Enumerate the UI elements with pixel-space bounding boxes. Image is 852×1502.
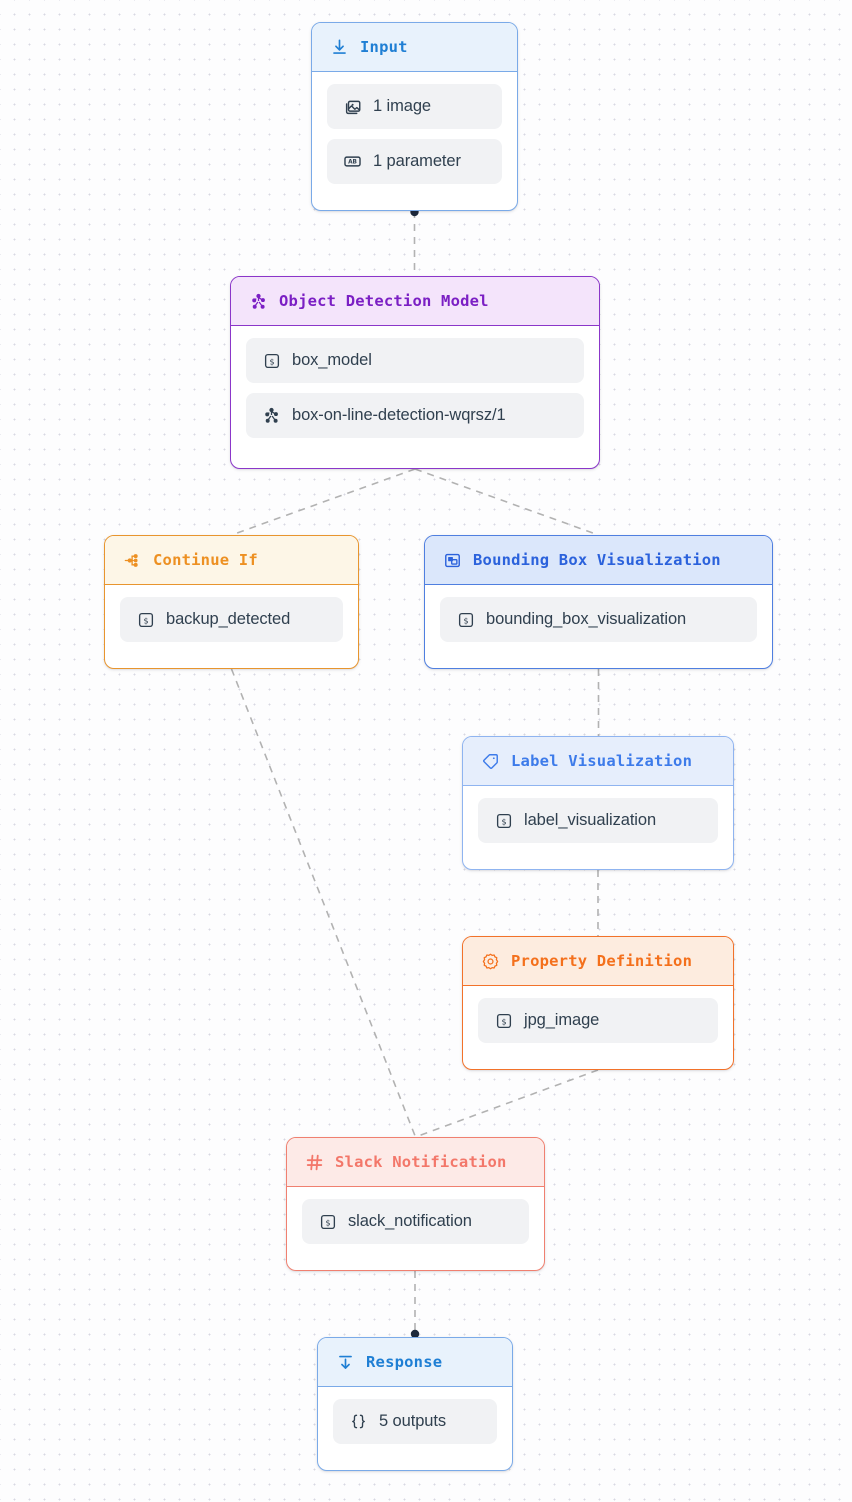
svg-text:$: $ bbox=[325, 1218, 330, 1227]
node-property-definition[interactable]: Property Definition $ jpg_image bbox=[462, 936, 734, 1070]
node-label-visualization-header[interactable]: Label Visualization bbox=[463, 737, 733, 786]
dollar-box-icon: $ bbox=[494, 811, 513, 830]
image-icon bbox=[343, 97, 362, 116]
node-bounding-box-visualization-header[interactable]: Bounding Box Visualization bbox=[425, 536, 772, 585]
node-slack-notification-header[interactable]: Slack Notification bbox=[287, 1138, 544, 1187]
node-object-detection-model-row-box-model-label: box_model bbox=[292, 351, 372, 369]
node-bounding-box-visualization-title: Bounding Box Visualization bbox=[473, 551, 721, 569]
node-continue-if[interactable]: Continue If $ backup_detected bbox=[104, 535, 359, 669]
node-property-definition-header[interactable]: Property Definition bbox=[463, 937, 733, 986]
node-input-body: 1 image AB 1 parameter bbox=[312, 72, 517, 199]
slack-hash-icon bbox=[305, 1153, 324, 1172]
node-slack-notification-title: Slack Notification bbox=[335, 1153, 507, 1171]
node-bounding-box-visualization[interactable]: Bounding Box Visualization $ bounding_bo… bbox=[424, 535, 773, 669]
node-slack-notification-body: $ slack_notification bbox=[287, 1187, 544, 1259]
node-response-row[interactable]: 5 outputs bbox=[333, 1399, 497, 1444]
node-continue-if-row[interactable]: $ backup_detected bbox=[120, 597, 343, 642]
node-bounding-box-visualization-row-label: bounding_box_visualization bbox=[486, 610, 687, 628]
parameter-ab-icon: AB bbox=[343, 152, 362, 171]
node-input-row-parameter-label: 1 parameter bbox=[373, 152, 461, 170]
node-input-row-image-label: 1 image bbox=[373, 97, 432, 115]
node-property-definition-body: $ jpg_image bbox=[463, 986, 733, 1058]
svg-text:$: $ bbox=[463, 616, 468, 625]
node-input[interactable]: Input 1 image AB bbox=[311, 22, 518, 211]
node-input-row-parameter[interactable]: AB 1 parameter bbox=[327, 139, 502, 184]
node-response[interactable]: Response 5 outputs bbox=[317, 1337, 513, 1471]
dollar-box-icon: $ bbox=[494, 1011, 513, 1030]
node-label-visualization-title: Label Visualization bbox=[511, 752, 693, 770]
node-continue-if-header[interactable]: Continue If bbox=[105, 536, 358, 585]
edge-object-detection-model-to-bounding-box-visualization bbox=[414, 468, 599, 536]
node-input-row-image[interactable]: 1 image bbox=[327, 84, 502, 129]
node-slack-notification-row-label: slack_notification bbox=[348, 1212, 472, 1230]
node-object-detection-model-header[interactable]: Object Detection Model bbox=[231, 277, 599, 326]
gear-icon bbox=[481, 952, 500, 971]
node-bounding-box-visualization-body: $ bounding_box_visualization bbox=[425, 585, 772, 657]
dollar-box-icon: $ bbox=[262, 351, 281, 370]
node-property-definition-row[interactable]: $ jpg_image bbox=[478, 998, 718, 1043]
branch-split-icon bbox=[123, 551, 142, 570]
node-label-visualization-body: $ label_visualization bbox=[463, 786, 733, 858]
node-response-body: 5 outputs bbox=[318, 1387, 512, 1459]
node-response-row-label: 5 outputs bbox=[379, 1412, 446, 1430]
node-property-definition-title: Property Definition bbox=[511, 952, 693, 970]
node-response-header[interactable]: Response bbox=[318, 1338, 512, 1387]
svg-text:AB: AB bbox=[348, 160, 357, 166]
node-object-detection-model-row-box-model[interactable]: $ box_model bbox=[246, 338, 584, 383]
node-property-definition-row-label: jpg_image bbox=[524, 1011, 600, 1029]
dollar-box-icon: $ bbox=[318, 1212, 337, 1231]
braces-icon bbox=[349, 1412, 368, 1431]
graph-node-icon bbox=[249, 292, 268, 311]
node-object-detection-model-row-model-id[interactable]: box-on-line-detection-wqrsz/1 bbox=[246, 393, 584, 438]
svg-text:$: $ bbox=[269, 357, 274, 366]
svg-text:$: $ bbox=[143, 616, 148, 625]
svg-text:$: $ bbox=[501, 817, 506, 826]
node-input-header[interactable]: Input bbox=[312, 23, 517, 72]
download-icon bbox=[330, 38, 349, 57]
node-slack-notification[interactable]: Slack Notification $ slack_notification bbox=[286, 1137, 545, 1271]
dollar-box-icon: $ bbox=[136, 610, 155, 629]
node-label-visualization[interactable]: Label Visualization $ label_visualizatio… bbox=[462, 736, 734, 870]
node-response-title: Response bbox=[366, 1353, 443, 1371]
download-line-icon bbox=[336, 1353, 355, 1372]
node-label-visualization-row[interactable]: $ label_visualization bbox=[478, 798, 718, 843]
node-slack-notification-row[interactable]: $ slack_notification bbox=[302, 1199, 529, 1244]
edge-object-detection-model-to-continue-if bbox=[231, 468, 416, 536]
dollar-box-icon: $ bbox=[456, 610, 475, 629]
svg-text:$: $ bbox=[501, 1017, 506, 1026]
node-bounding-box-visualization-row[interactable]: $ bounding_box_visualization bbox=[440, 597, 757, 642]
node-object-detection-model[interactable]: Object Detection Model $ box_model bbox=[230, 276, 600, 469]
node-continue-if-title: Continue If bbox=[153, 551, 258, 569]
node-label-visualization-row-label: label_visualization bbox=[524, 811, 657, 829]
edge-continue-if-to-slack-notification bbox=[230, 668, 417, 1138]
node-object-detection-model-title: Object Detection Model bbox=[279, 292, 489, 310]
edge-property-definition-to-slack-notification bbox=[415, 1069, 599, 1138]
node-input-title: Input bbox=[360, 38, 408, 56]
node-object-detection-model-row-model-id-label: box-on-line-detection-wqrsz/1 bbox=[292, 406, 506, 424]
node-continue-if-body: $ backup_detected bbox=[105, 585, 358, 657]
tag-icon bbox=[481, 752, 500, 771]
graph-node-icon bbox=[262, 406, 281, 425]
node-continue-if-row-label: backup_detected bbox=[166, 610, 291, 628]
node-object-detection-model-body: $ box_model box-on- bbox=[231, 326, 599, 453]
image-box-icon bbox=[443, 551, 462, 570]
